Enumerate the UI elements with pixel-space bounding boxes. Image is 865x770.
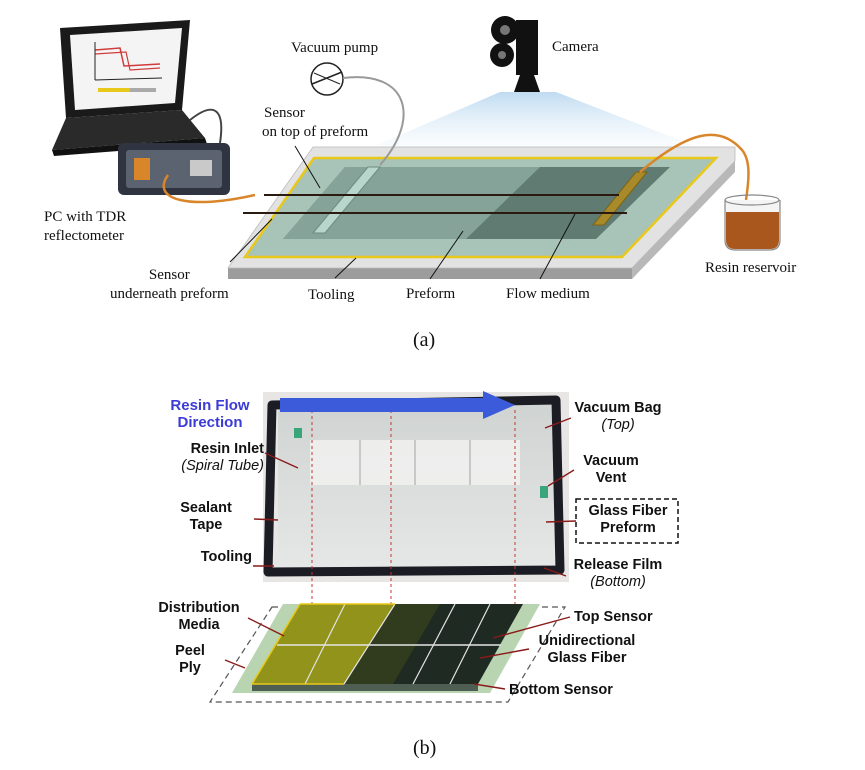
laptop-icon xyxy=(52,20,207,156)
distribution-media xyxy=(252,604,395,684)
label-resin-inlet-line1: Resin Inlet xyxy=(190,441,264,457)
label-flow-medium: Flow medium xyxy=(506,286,590,302)
leader-sensor-top xyxy=(294,145,321,189)
label-sensor-top-line2: on top of preform xyxy=(262,123,369,140)
label-vacuum-bag-line1: Vacuum Bag xyxy=(574,400,662,416)
camera-icon xyxy=(490,16,540,92)
label-pc-line1: PC with TDR xyxy=(44,209,127,225)
resin-tube xyxy=(639,133,750,201)
label-camera: Camera xyxy=(552,39,599,55)
caption-a: (a) xyxy=(413,329,436,351)
label-sensor-under: Sensor underneath preform xyxy=(110,266,229,304)
label-glass-fiber-preform: Glass Fiber Preform xyxy=(578,503,678,536)
vacuum-pump-icon xyxy=(310,62,344,96)
label-preform: Preform xyxy=(406,286,456,302)
glass-fiber-side xyxy=(252,684,478,691)
sensor-cable xyxy=(162,174,256,204)
leader-preform xyxy=(429,230,464,280)
label-vacuum-bag-line2: (Top) xyxy=(601,416,635,433)
label-pc-line2: reflectometer xyxy=(44,227,124,244)
flow-direction-arrow xyxy=(280,391,515,419)
label-top-sensor: Top Sensor xyxy=(574,609,653,625)
label-tooling-b: Tooling xyxy=(200,549,252,565)
label-sealant-line1: Sealant xyxy=(180,500,232,516)
pc-cable xyxy=(189,108,223,144)
label-release-film-line2: (Bottom) xyxy=(590,573,646,590)
label-peel-ply: Peel Ply xyxy=(170,643,210,676)
resin-outlet-tube xyxy=(591,171,649,226)
label-vacuum-bag: Vacuum Bag (Top) xyxy=(568,400,668,433)
leader-sensor-under xyxy=(229,218,273,263)
vacuum-line xyxy=(342,76,405,166)
label-resin-flow-line2: Direction xyxy=(177,414,243,432)
label-resin-flow-direction: Resin Flow Direction xyxy=(160,397,260,432)
label-unidirectional: Unidirectional Glass Fiber xyxy=(532,633,642,666)
label-peel-line2: Ply xyxy=(179,659,201,676)
label-peel-line1: Peel xyxy=(175,643,205,659)
flow-medium xyxy=(283,167,540,239)
label-vacuum-vent-line1: Vacuum xyxy=(583,453,639,469)
label-sensor-under-line1: Sensor xyxy=(148,267,190,283)
label-resin-reservoir: Resin reservoir xyxy=(705,260,797,276)
label-resin-inlet-line2: (Spiral Tube) xyxy=(181,457,264,474)
label-sensor-top-line1: Sensor xyxy=(264,105,305,121)
label-sensor-under-line2: underneath preform xyxy=(110,285,229,302)
label-resin-flow-line1: Resin Flow xyxy=(170,397,250,414)
label-glass-fiber-line1: Glass Fiber xyxy=(588,503,668,519)
reflectometer-icon xyxy=(118,143,230,195)
label-unidirectional-line2: Glass Fiber xyxy=(547,649,627,666)
label-distribution-media: Distribution Media xyxy=(150,600,248,633)
label-sealant-line2: Tape xyxy=(189,516,223,533)
label-vacuum-vent-line2: Vent xyxy=(595,469,627,486)
resin-reservoir-icon xyxy=(724,194,781,251)
label-vacuum-pump: Vacuum pump xyxy=(291,40,379,56)
glass-fiber-preform-box xyxy=(575,498,679,544)
resin-inlet-tube xyxy=(311,166,382,234)
camera-light-cone xyxy=(370,92,700,148)
leader-flow-medium xyxy=(539,213,576,280)
label-unidirectional-line1: Unidirectional xyxy=(538,633,636,649)
leader-tooling xyxy=(334,257,357,279)
label-vacuum-vent: Vacuum Vent xyxy=(576,453,646,486)
label-release-film-line1: Release Film xyxy=(573,557,663,573)
label-sealant-tape: Sealant Tape xyxy=(160,500,252,533)
caption-b: (b) xyxy=(413,737,437,759)
label-pc: PC with TDR reflectometer xyxy=(44,208,126,246)
label-distribution-line2: Media xyxy=(178,616,220,633)
label-tooling-a: Tooling xyxy=(308,287,355,303)
label-resin-inlet: Resin Inlet (Spiral Tube) xyxy=(150,441,264,474)
label-distribution-line1: Distribution xyxy=(158,600,240,616)
label-sensor-top: Sensor on top of preform xyxy=(262,104,368,142)
label-glass-fiber-line2: Preform xyxy=(600,519,656,536)
label-release-film: Release Film (Bottom) xyxy=(566,557,670,590)
label-bottom-sensor: Bottom Sensor xyxy=(509,682,613,698)
